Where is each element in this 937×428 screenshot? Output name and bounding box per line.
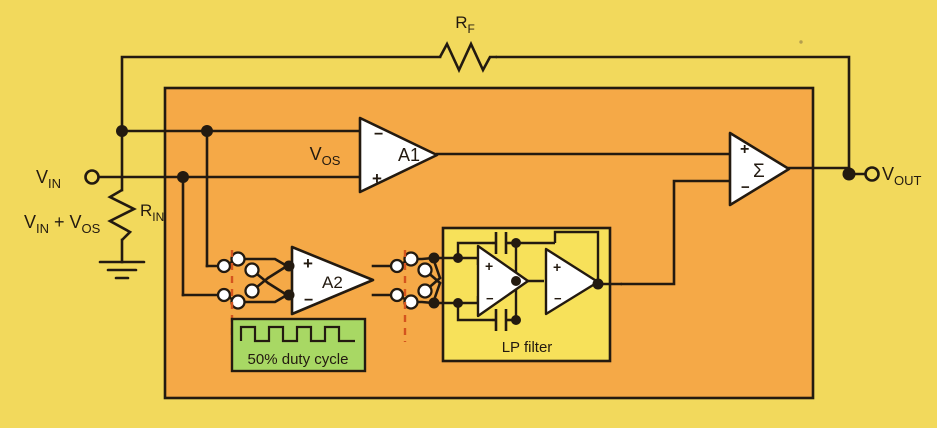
vin-label-sub: IN [48, 176, 61, 191]
rf-label: RF [455, 13, 475, 36]
contact-c[interactable] [244, 262, 260, 278]
lpf-amplifier-2[interactable]: + − [544, 247, 600, 316]
clock-dashed-links [230, 250, 407, 342]
vin-terminal[interactable]: VIN [36, 167, 100, 191]
vos-label: VOS [310, 144, 341, 168]
a2-triangle[interactable] [290, 245, 375, 316]
rf-label-main: R [455, 13, 467, 32]
lpf-capacitor-bottom [492, 309, 511, 331]
wire-network [97, 55, 868, 305]
junction-vout-node [842, 167, 856, 181]
vout-label-sub: OUT [894, 173, 922, 188]
input-resistor: RIN [107, 188, 164, 241]
vinvos-v1: V [24, 212, 36, 232]
lpf-amp1-minus: − [486, 291, 494, 306]
clock-generator-block[interactable]: 50% duty cycle [230, 317, 367, 373]
output-chopper-contacts[interactable] [389, 251, 433, 310]
junction-vin-node [177, 171, 189, 183]
contact-d2[interactable] [417, 283, 433, 299]
vout-label: VOUT [882, 164, 922, 188]
a2-plus-input: + [303, 254, 313, 273]
scan-speck [799, 40, 803, 44]
rf-label-sub: F [467, 22, 474, 36]
contact-f2[interactable] [403, 294, 419, 310]
output-chopper-switch[interactable] [389, 251, 442, 310]
lpf-amp2-triangle[interactable] [544, 247, 600, 316]
duty-cycle-label: 50% duty cycle [248, 351, 349, 368]
lpf-amp2-plus: + [553, 259, 561, 275]
wire-rf-left [120, 55, 442, 133]
lp-filter-label: LP filter [502, 339, 553, 356]
a2-label: A2 [322, 273, 343, 292]
sum-plus-input: + [740, 141, 749, 158]
vinvos-sub1: IN [36, 221, 49, 236]
lpf-block-body[interactable] [441, 226, 612, 363]
vinvos-sub2: OS [82, 221, 101, 236]
vin-terminal-circle[interactable] [84, 169, 100, 185]
nulling-amplifier[interactable]: + − A2 [290, 245, 375, 316]
contact-b2[interactable] [389, 258, 405, 274]
rin-label: RIN [140, 201, 164, 224]
vout-label-main: V [882, 164, 894, 184]
vinvos-plus: + V [49, 212, 82, 232]
junction-chopper-tap-top [201, 125, 213, 137]
vin-label-main: V [36, 167, 48, 187]
vout-terminal[interactable]: VOUT [864, 164, 922, 188]
lpf-amp1-plus: + [485, 258, 493, 274]
contact-b[interactable] [216, 258, 232, 274]
wire-rf-right [495, 55, 851, 176]
a1-minus-input: − [374, 126, 383, 143]
contact-a2[interactable] [403, 251, 419, 267]
feedback-resistor: RF [438, 13, 497, 74]
a1-label: A1 [398, 145, 420, 165]
sum-minus-input: − [741, 179, 750, 196]
vin-label: VIN [36, 167, 61, 191]
square-wave-icon [239, 325, 355, 343]
contact-a[interactable] [230, 251, 246, 267]
main-amplifier[interactable]: − + A1 [358, 116, 439, 194]
lowpass-filter-block[interactable]: + − + − LP filter [441, 226, 622, 363]
input-chopper-junctions [283, 260, 295, 301]
output-chopper-junctions [428, 252, 440, 309]
resistor-zigzag-rf [438, 40, 497, 74]
a1-triangle[interactable] [358, 116, 439, 194]
junction-dots [116, 125, 856, 183]
vos-label-sub: OS [322, 153, 341, 168]
contact-c2[interactable] [417, 262, 433, 278]
lpf-junctions [453, 238, 604, 325]
resistor-zigzag-rin [107, 188, 137, 241]
a1-plus-input: + [372, 169, 382, 188]
lpf-amplifier-1[interactable]: + − [476, 244, 530, 318]
contact-e[interactable] [216, 287, 232, 303]
vout-terminal-circle[interactable] [864, 166, 880, 182]
rin-label-main: R [140, 201, 152, 220]
contact-e2[interactable] [389, 287, 405, 303]
lpf-amp1-triangle[interactable] [476, 244, 530, 318]
summing-amplifier[interactable]: + − Σ [728, 131, 791, 207]
lpf-amp2-minus: − [554, 291, 562, 306]
contact-f[interactable] [230, 294, 246, 310]
contact-d[interactable] [244, 283, 260, 299]
sum-triangle[interactable] [728, 131, 791, 207]
vos-label-main: V [310, 144, 322, 164]
sum-label: Σ [753, 161, 765, 182]
junction-inverting-node [116, 125, 128, 137]
ground-icon [98, 260, 146, 280]
rin-label-sub: IN [152, 210, 164, 224]
wire-lpf-out-to-sum [620, 179, 732, 286]
vin-plus-vos-label: VIN + VOS [24, 212, 101, 236]
lpf-capacitor-top [492, 232, 511, 254]
a2-minus-input: − [304, 292, 313, 309]
